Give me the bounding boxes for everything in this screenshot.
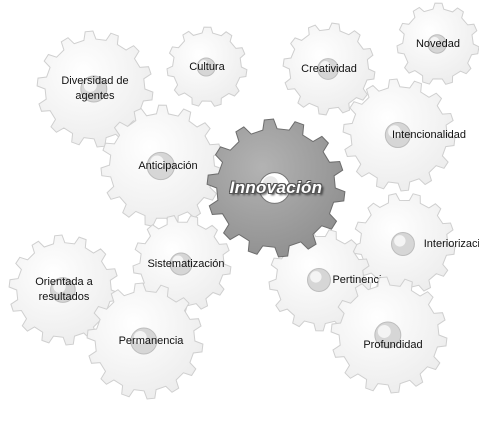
gear-hub-highlight [150, 155, 164, 170]
gear-hub-highlight [199, 60, 209, 70]
gear-permanencia: Permanencia [86, 282, 204, 400]
gear-shape [330, 276, 448, 394]
gear-shape [342, 78, 456, 192]
gear-hub-highlight [377, 324, 391, 338]
gear-shape [206, 118, 346, 258]
gear-cultura: Cultura [166, 26, 248, 108]
gear-shape [86, 282, 204, 400]
gear-hub-highlight [388, 125, 401, 138]
gear-hub-highlight [430, 36, 440, 47]
gear-innovacion: Innovación [206, 118, 346, 258]
gear-hub-highlight [133, 330, 147, 344]
gear-hub-highlight [310, 271, 322, 283]
gear-shape [132, 215, 232, 314]
gear-hub-highlight [53, 280, 66, 293]
gear-shape [166, 26, 248, 107]
gear-shape [396, 2, 479, 85]
gear-shape [36, 30, 154, 148]
gear-novedad: Novedad [396, 2, 479, 86]
gear-intencionalidad: Intencionalidad [342, 78, 466, 192]
gear-hub-highlight [83, 78, 97, 92]
gear-hub-highlight [394, 235, 406, 247]
innovation-gear-diagram: Novedad Creatividad Cultura Diversidad d… [8, 2, 479, 400]
gear-creatividad: Creatividad [282, 22, 376, 116]
gear-shape [282, 22, 376, 116]
gear-shape [8, 234, 120, 346]
gear-hub-highlight [172, 255, 184, 267]
gear-profundidad: Profundidad [330, 276, 448, 394]
gear-shape [100, 104, 224, 227]
gear-shape [352, 193, 456, 296]
gear-hub-highlight [320, 61, 331, 72]
gear-hub-highlight [262, 176, 279, 192]
